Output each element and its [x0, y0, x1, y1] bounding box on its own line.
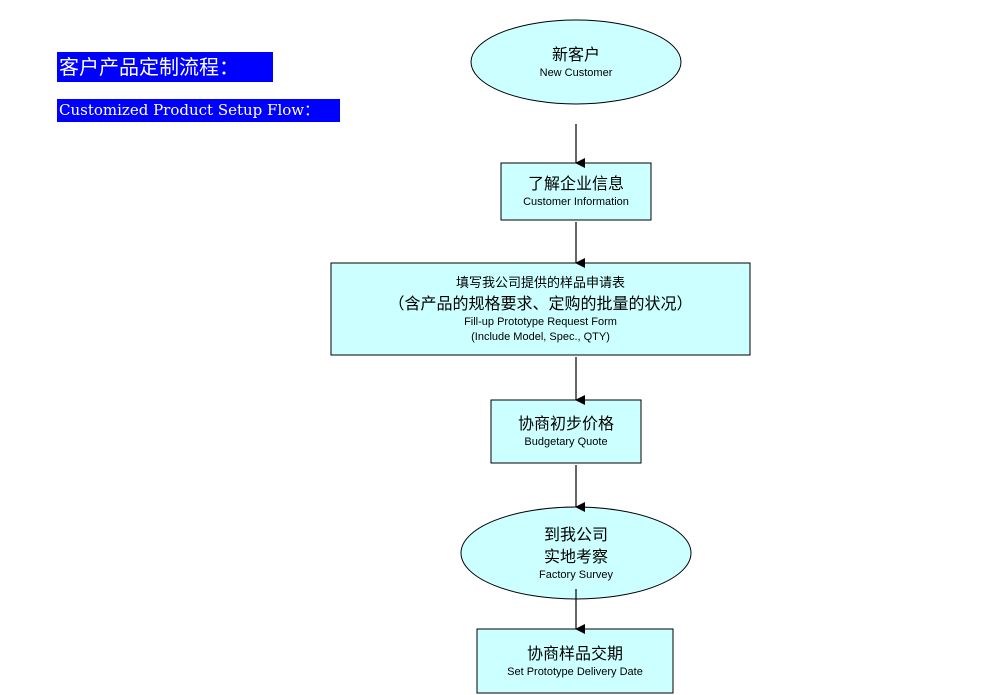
node-request-form-en2: (Include Model, Spec., QTY) — [471, 330, 610, 343]
node-factory-survey: 到我公司 实地考察 Factory Survey — [461, 507, 691, 599]
node-new-customer-cn: 新客户 — [551, 44, 600, 64]
node-new-customer-shape — [470, 19, 682, 105]
node-customer-info-en: Customer Information — [523, 196, 629, 208]
node-delivery-date-cn: 协商样品交期 — [526, 643, 623, 663]
node-delivery-date-shape — [476, 628, 674, 694]
node-factory-survey-cn1: 到我公司 — [543, 524, 608, 544]
node-delivery-date-en: Set Prototype Delivery Date — [507, 665, 643, 678]
node-factory-survey-en: Factory Survey — [539, 568, 613, 581]
page-title-en: Customized Product Setup Flow： — [57, 99, 340, 122]
node-customer-info-shape — [500, 162, 652, 221]
page-title-cn: 客户产品定制流程： — [57, 52, 273, 82]
node-request-form-en1: Fill-up Prototype Request Form — [464, 315, 617, 328]
node-budget-quote-cn: 协商初步价格 — [517, 414, 614, 433]
node-delivery-date: 协商样品交期 Set Prototype Delivery Date — [477, 629, 673, 693]
node-request-form-cn1: 填写我公司提供的样品申请表 — [455, 275, 625, 291]
node-factory-survey-cn2: 实地考察 — [543, 546, 608, 566]
node-new-customer: 新客户 New Customer — [471, 20, 681, 104]
node-request-form: 填写我公司提供的样品申请表 （含产品的规格要求、定购的批量的状况） Fill-u… — [331, 263, 750, 355]
node-request-form-shape — [330, 262, 751, 356]
node-budget-quote-en: Budgetary Quote — [524, 436, 608, 448]
node-budget-quote: 协商初步价格 Budgetary Quote — [491, 400, 641, 463]
node-request-form-cn2: （含产品的规格要求、定购的批量的状况） — [388, 293, 693, 313]
node-customer-info-cn: 了解企业信息 — [527, 174, 624, 193]
node-customer-info: 了解企业信息 Customer Information — [501, 163, 651, 220]
node-new-customer-en: New Customer — [539, 66, 613, 79]
node-budget-quote-shape — [490, 399, 642, 464]
